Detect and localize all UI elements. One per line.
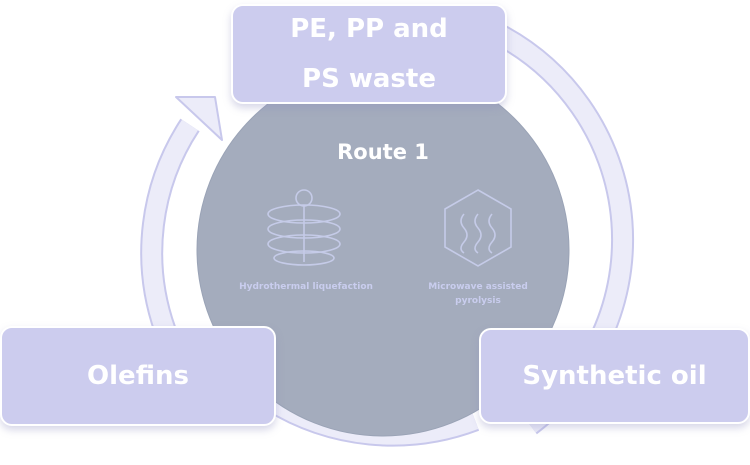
- microwave-hexagon-icon: [444, 189, 512, 267]
- route-title: Route 1: [337, 140, 429, 164]
- synthetic-oil-box: Synthetic oil: [479, 328, 750, 424]
- coil-reactor-icon: [267, 189, 341, 266]
- olefins-box: Olefins: [0, 326, 276, 426]
- cycle-arrowhead: [175, 96, 223, 141]
- olefins-label: Olefins: [87, 361, 189, 391]
- hydrothermal-label: Hydrothermal liquefaction: [225, 280, 387, 294]
- waste-input-box: PE, PP and PS waste: [231, 4, 507, 104]
- microwave-label: Microwave assisted pyrolysis: [408, 280, 548, 308]
- route-circle: [197, 64, 569, 436]
- microwave-label-line2: pyrolysis: [455, 296, 501, 306]
- waste-input-line2: PS waste: [302, 64, 436, 94]
- waste-input-line1: PE, PP and: [290, 14, 448, 44]
- synthetic-oil-label: Synthetic oil: [522, 361, 707, 391]
- hydrothermal-label-text: Hydrothermal liquefaction: [239, 282, 373, 292]
- microwave-label-line1: Microwave assisted: [428, 282, 528, 292]
